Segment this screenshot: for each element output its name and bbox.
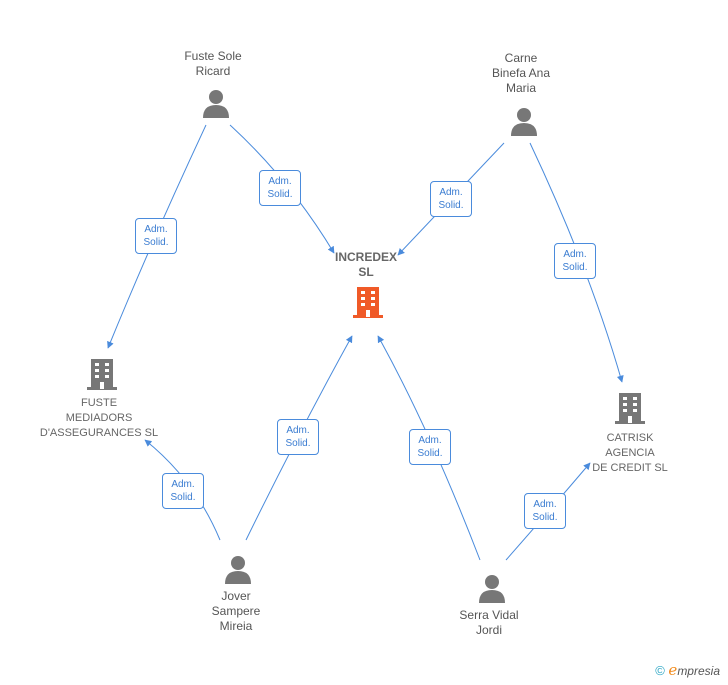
person-label-jover[interactable]: Jover Sampere Mireia [211, 589, 261, 633]
person-label-fuste[interactable]: Fuste Sole Ricard [184, 49, 242, 78]
edge-label-jover-incredex[interactable]: Adm. Solid. [277, 419, 319, 455]
edge-label-carne-catrisk[interactable]: Adm. Solid. [554, 243, 596, 279]
edge-label-carne-incredex[interactable]: Adm. Solid. [430, 181, 472, 217]
focus-company-label[interactable]: INCREDEX SL [334, 250, 397, 279]
person-icon[interactable] [478, 573, 506, 603]
brand-name: mpresia [677, 664, 720, 678]
person-label-carne[interactable]: Carne Binefa Ana Maria [491, 51, 551, 95]
building-icon[interactable] [352, 285, 384, 319]
person-icon[interactable] [224, 554, 252, 584]
edge-label-serra-incredex[interactable]: Adm. Solid. [409, 429, 451, 465]
building-icon[interactable] [614, 391, 646, 425]
building-icon[interactable] [86, 357, 118, 391]
person-icon[interactable] [510, 106, 538, 136]
edge-label-jover-fustemed[interactable]: Adm. Solid. [162, 473, 204, 509]
footer-brand: © empresia [655, 661, 720, 679]
copyright-symbol: © [655, 663, 665, 678]
edge-label-fuste-fustemed[interactable]: Adm. Solid. [135, 218, 177, 254]
company-label-catrisk[interactable]: CATRISK AGENCIA DE CREDIT SL [592, 432, 668, 474]
company-label-fuste-mediadors[interactable]: FUSTE MEDIADORS D'ASSEGURANCES SL [39, 397, 159, 439]
edge-label-serra-catrisk[interactable]: Adm. Solid. [524, 493, 566, 529]
brand-initial: e [668, 661, 678, 679]
edge-label-fuste-incredex[interactable]: Adm. Solid. [259, 170, 301, 206]
person-icon[interactable] [202, 88, 230, 118]
person-label-serra[interactable]: Serra Vidal Jordi [459, 608, 519, 637]
